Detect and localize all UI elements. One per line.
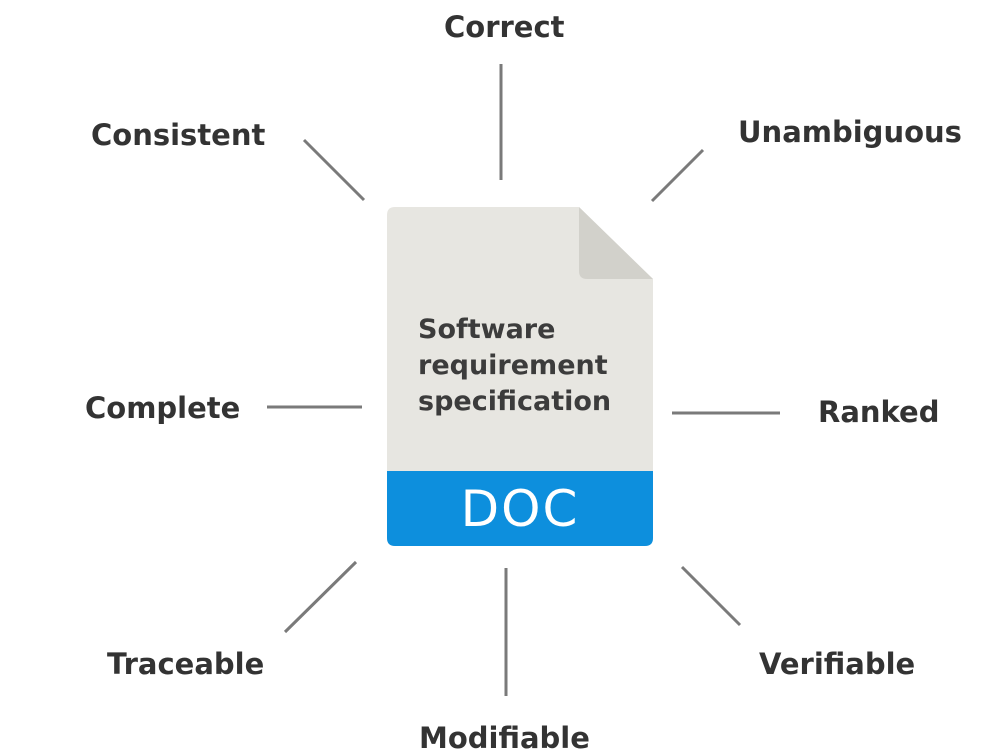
document-title-line-2: requirement	[418, 350, 608, 381]
label-verifiable: Verifiable	[759, 647, 916, 681]
label-traceable: Traceable	[107, 647, 265, 681]
label-unambiguous: Unambiguous	[738, 115, 962, 149]
label-ranked: Ranked	[818, 395, 940, 429]
label-consistent: Consistent	[91, 118, 266, 152]
document-title-line-3: specification	[418, 386, 612, 417]
document-fold	[579, 207, 653, 279]
connector-verifiable	[680, 565, 742, 627]
document-type-badge: DOC	[460, 479, 580, 538]
label-modifiable: Modifiable	[419, 721, 590, 755]
connector-traceable	[283, 560, 358, 634]
label-complete: Complete	[85, 391, 241, 425]
document-icon	[387, 207, 653, 546]
document-title-line-1: Software	[418, 314, 556, 345]
connector-unambiguous	[650, 148, 705, 203]
connector-consistent	[302, 138, 366, 202]
document-title: Software requirement specification	[418, 312, 648, 420]
document-body	[387, 207, 653, 546]
label-correct: Correct	[444, 10, 565, 44]
document-badge-band	[387, 471, 653, 546]
